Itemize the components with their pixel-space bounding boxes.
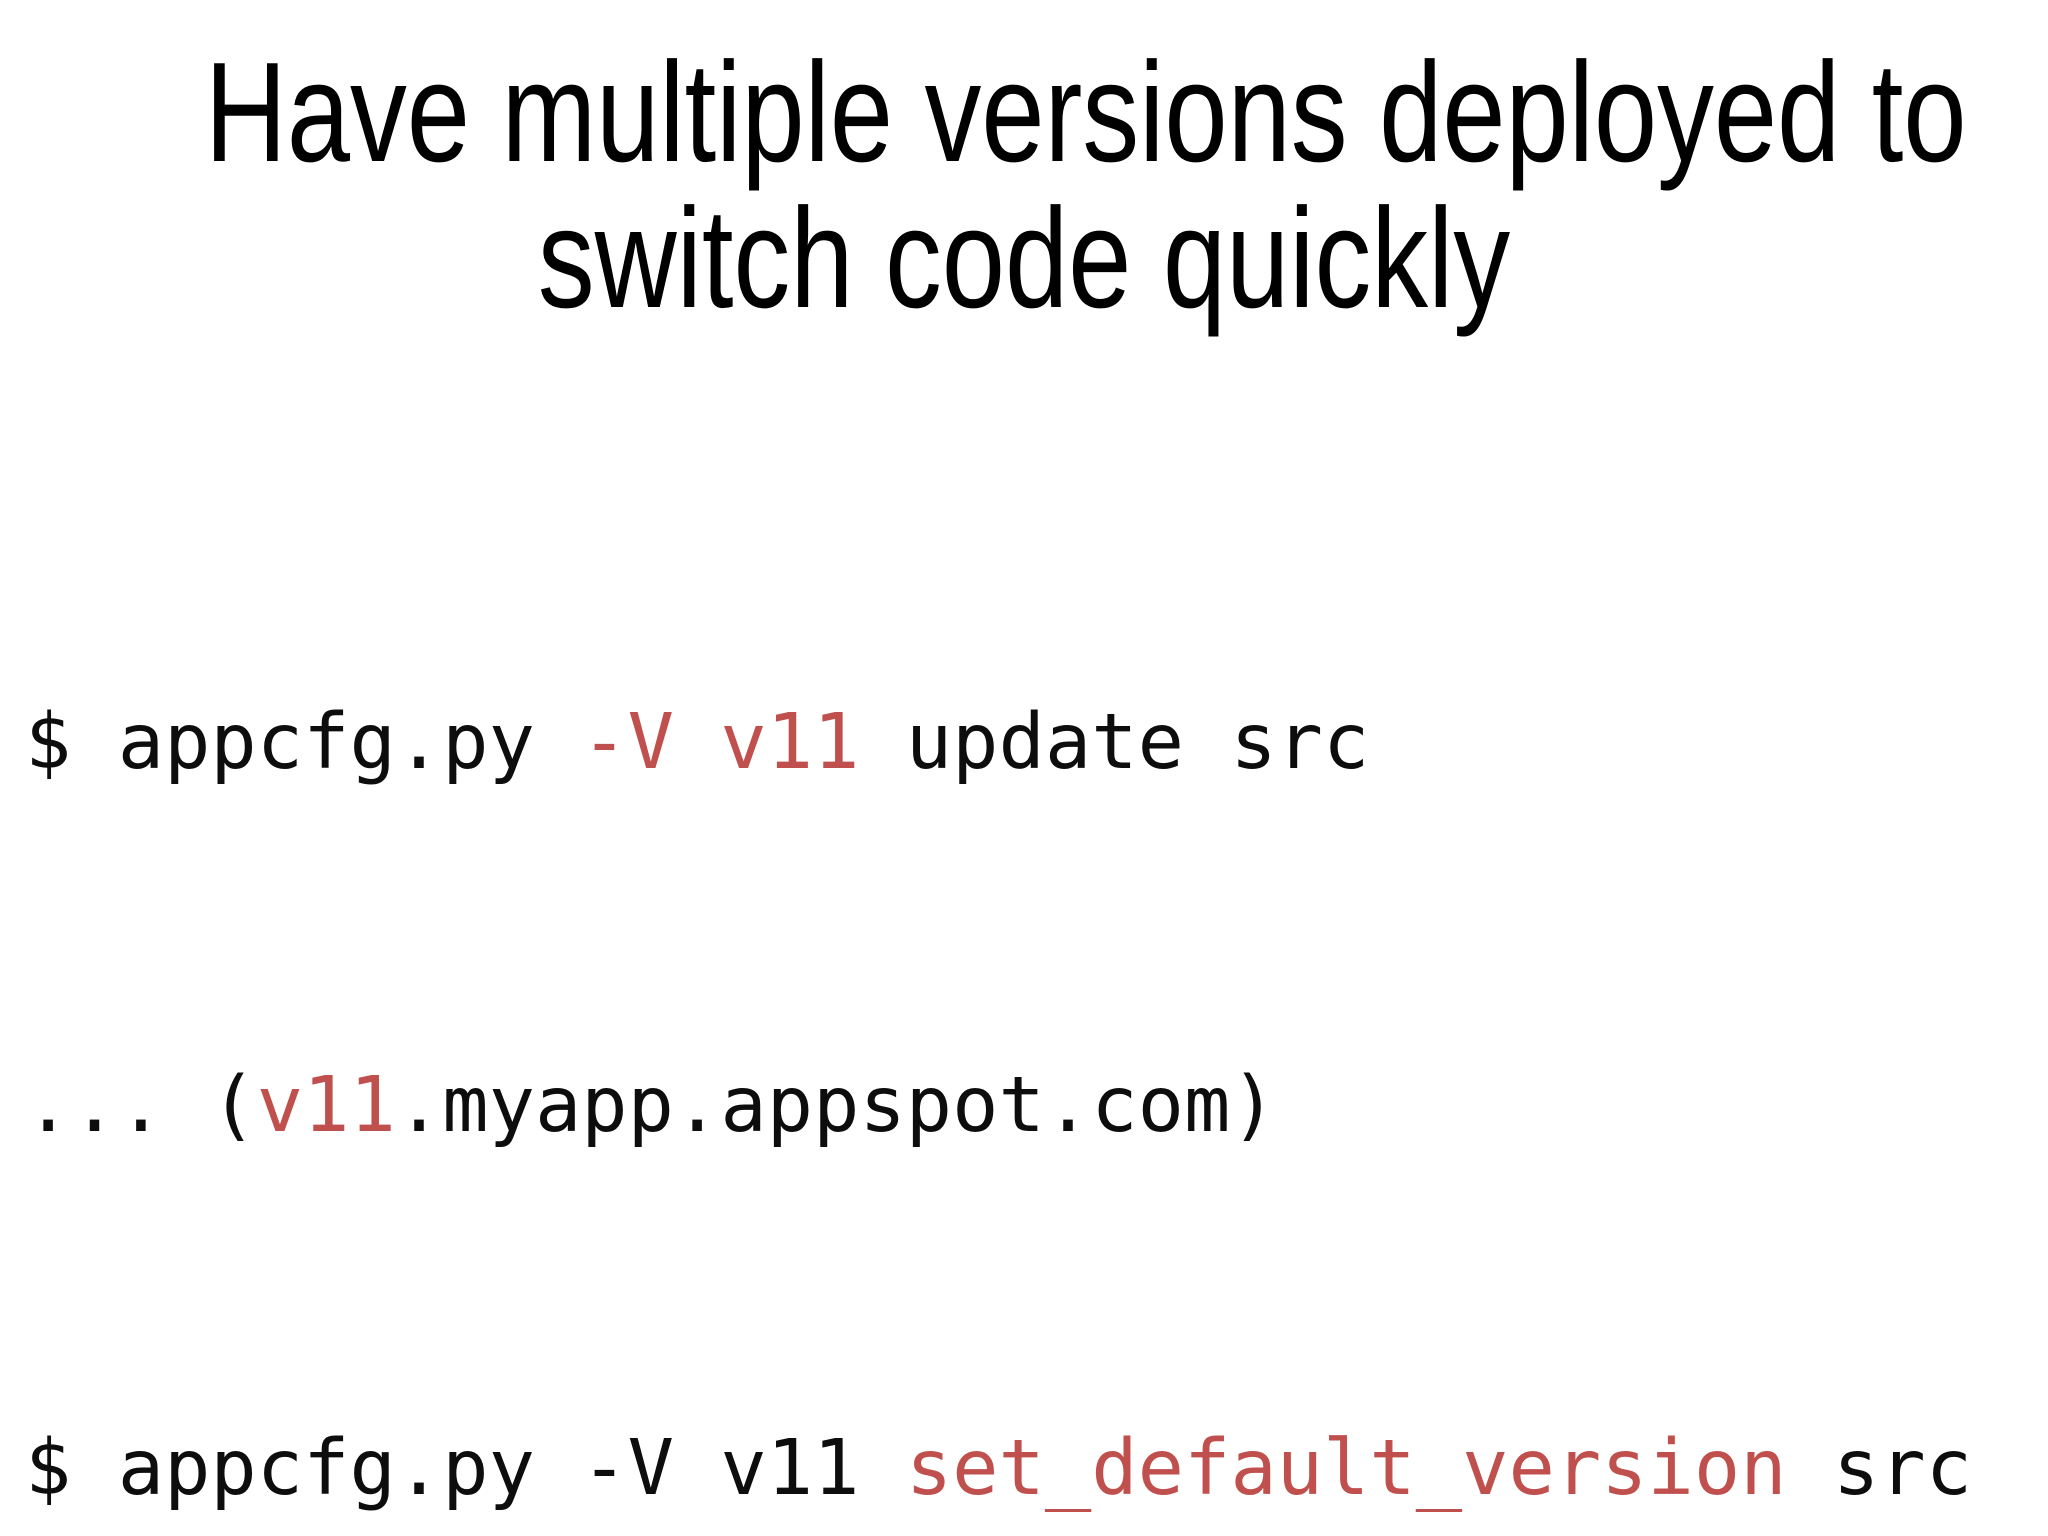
code-line-3: $ appcfg.py -V v11 set_default_version s… [25, 1408, 1972, 1529]
code-text: .myapp.appspot.com) [395, 1061, 1277, 1150]
code-text: $ appcfg.py [25, 698, 582, 787]
code-text: $ appcfg.py -V v11 [25, 1424, 906, 1513]
code-text: update src [859, 698, 1370, 787]
slide-title-line-2: switch code quickly [537, 179, 1511, 338]
code-text: src [1786, 1424, 1973, 1513]
code-highlight: set_default_version [905, 1424, 1787, 1513]
code-highlight: -V v11 [581, 698, 860, 787]
code-text: ... ( [25, 1061, 257, 1150]
code-line-2: ... (v11.myapp.appspot.com) [25, 1045, 1972, 1166]
code-line-1: $ appcfg.py -V v11 update src [25, 682, 1972, 803]
code-block: $ appcfg.py -V v11 update src ... (v11.m… [25, 440, 1972, 1536]
slide-title-line-1: Have multiple versions deployed to [204, 33, 1967, 192]
slide-title: Have multiple versions deployed to switc… [204, 33, 1967, 338]
code-highlight: v11 [256, 1061, 396, 1150]
